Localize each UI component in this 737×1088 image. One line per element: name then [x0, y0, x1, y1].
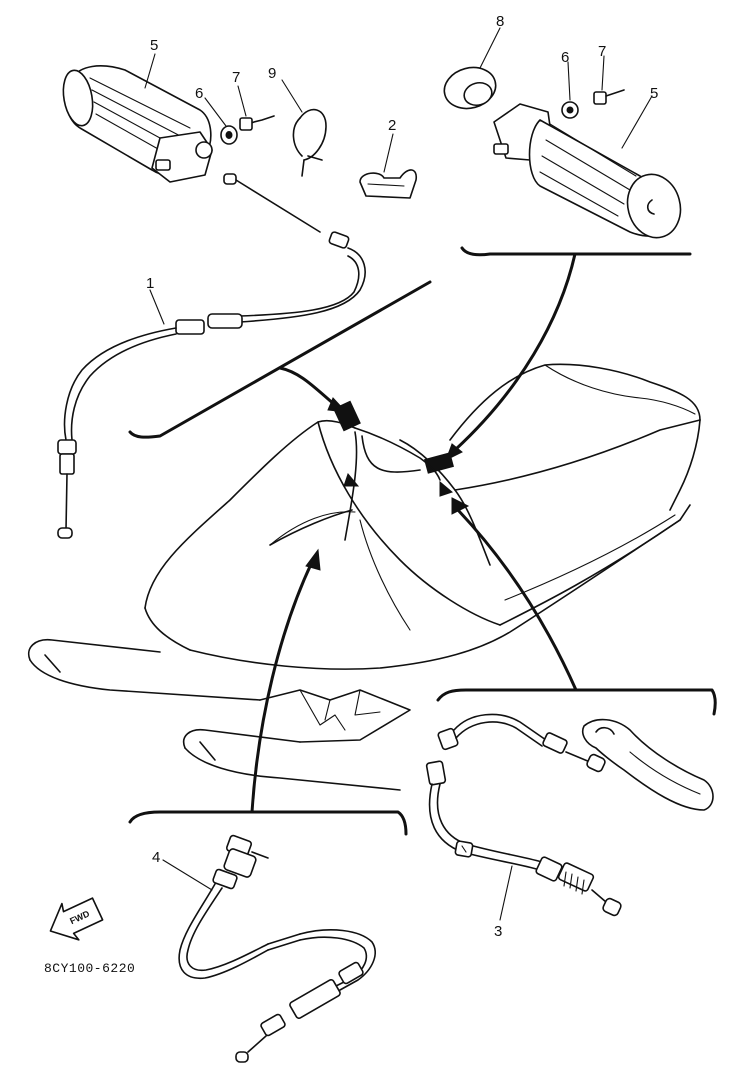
callout-2: 2: [388, 117, 396, 134]
diagram-code: 8CY100-6220: [44, 961, 135, 976]
callout-leaders: [144, 27, 653, 921]
throttle-cable-part: [57, 173, 366, 539]
choke-cable-part: [178, 834, 376, 1063]
left-grip-assembly: [62, 65, 418, 199]
right-group-bracket: [460, 246, 692, 257]
callout-5-right: 5: [650, 85, 658, 102]
callout-4: 4: [152, 849, 160, 866]
brake-cable-part: [425, 713, 622, 917]
screw-left-part: [239, 117, 253, 131]
brake-lever-part: [581, 718, 714, 811]
callout-3: 3: [494, 923, 502, 940]
callout-8: 8: [496, 13, 504, 30]
callout-7-left: 7: [232, 69, 240, 86]
callout-6-left: 6: [195, 85, 203, 102]
screw-right-part: [593, 91, 607, 105]
left-group-bracket: [128, 280, 432, 439]
callout-5-left: 5: [150, 37, 158, 54]
cable-clip-part: [299, 108, 327, 161]
callout-7-right: 7: [598, 43, 606, 60]
bottom-right-group-bracket: [436, 688, 717, 716]
bottom-left-group-bracket: [128, 810, 408, 836]
forward-arrow-icon: FWD: [49, 897, 104, 941]
callout-6-right: 6: [561, 49, 569, 66]
callout-1: 1: [146, 275, 154, 292]
right-grip-assembly: [443, 66, 682, 239]
spring-clip-part: [359, 169, 418, 199]
callout-9: 9: [268, 65, 276, 82]
